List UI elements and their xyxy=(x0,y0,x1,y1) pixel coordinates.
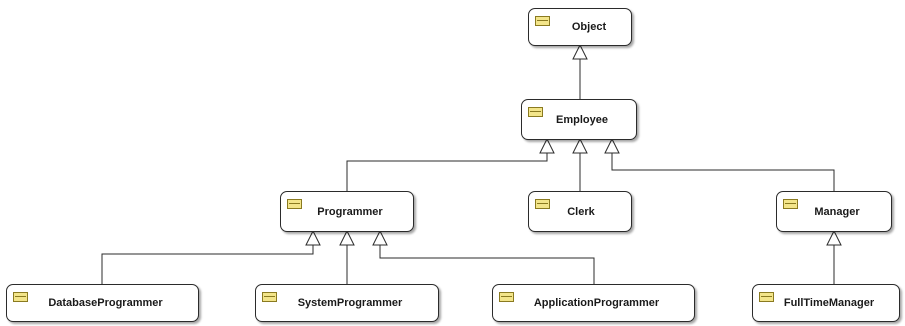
inheritance-arrowhead xyxy=(305,229,321,246)
class-programmer[interactable]: Programmer xyxy=(280,191,414,232)
inheritance-arrowhead xyxy=(339,229,355,246)
class-name: Employee xyxy=(556,113,608,126)
class-name: SystemProgrammer xyxy=(297,297,403,309)
inheritance-arrowhead xyxy=(604,137,620,154)
inheritance-arrowhead xyxy=(572,137,588,154)
class-name: FullTimeManager xyxy=(783,297,875,309)
class-manager[interactable]: Manager xyxy=(776,191,892,232)
class-icon xyxy=(262,292,277,302)
class-icon xyxy=(759,292,774,302)
class-icon xyxy=(13,292,28,302)
edge-databaseprogrammer-to-programmer xyxy=(101,244,314,284)
class-clerk[interactable]: Clerk xyxy=(528,191,632,232)
class-icon xyxy=(528,107,543,117)
class-name: ApplicationProgrammer xyxy=(533,297,660,309)
class-name: Manager xyxy=(814,205,860,218)
class-icon xyxy=(499,292,514,302)
class-applicationprogrammer[interactable]: ApplicationProgrammer xyxy=(492,284,695,322)
class-fulltimemanager[interactable]: FullTimeManager xyxy=(752,284,900,322)
edge-manager-to-employee xyxy=(611,152,835,191)
class-name: Programmer xyxy=(317,205,383,218)
class-systemprogrammer[interactable]: SystemProgrammer xyxy=(255,284,439,322)
class-employee[interactable]: Employee xyxy=(521,99,637,140)
inheritance-arrowhead xyxy=(572,43,588,60)
inheritance-arrowhead xyxy=(826,229,842,246)
class-databaseprogrammer[interactable]: DatabaseProgrammer xyxy=(6,284,199,322)
class-icon xyxy=(783,199,798,209)
class-icon xyxy=(287,199,302,209)
inheritance-arrowhead xyxy=(372,229,388,246)
class-name: Clerk xyxy=(567,205,595,218)
class-icon xyxy=(535,16,550,26)
edge-programmer-to-employee xyxy=(346,152,548,191)
class-object[interactable]: Object xyxy=(528,8,632,46)
inheritance-arrowhead xyxy=(539,137,555,154)
class-name: DatabaseProgrammer xyxy=(48,297,163,309)
class-icon xyxy=(535,199,550,209)
class-name: Object xyxy=(571,21,607,33)
edge-applicationprogrammer-to-programmer xyxy=(379,244,595,284)
